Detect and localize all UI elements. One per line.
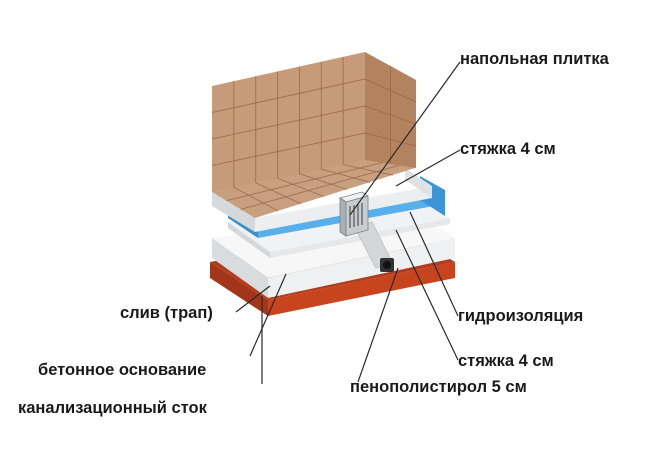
label-screed-bottom: стяжка 4 см (458, 352, 554, 370)
wall-tile-grid (211, 56, 417, 188)
leader-lines (235, 61, 461, 384)
label-concrete-base: бетонное основание (38, 361, 206, 379)
label-waterproofing: гидроизоляция (458, 307, 583, 325)
label-drain: слив (трап) (120, 304, 213, 322)
label-floor-tile: напольная плитка (460, 50, 610, 68)
floor-tile-grid (226, 162, 400, 212)
label-foam: пенополистирол 5 см (350, 378, 527, 396)
label-screed-top: стяжка 4 см (460, 140, 556, 158)
label-sewer: канализационный сток (18, 399, 208, 417)
drain-grate-icon (339, 191, 369, 237)
